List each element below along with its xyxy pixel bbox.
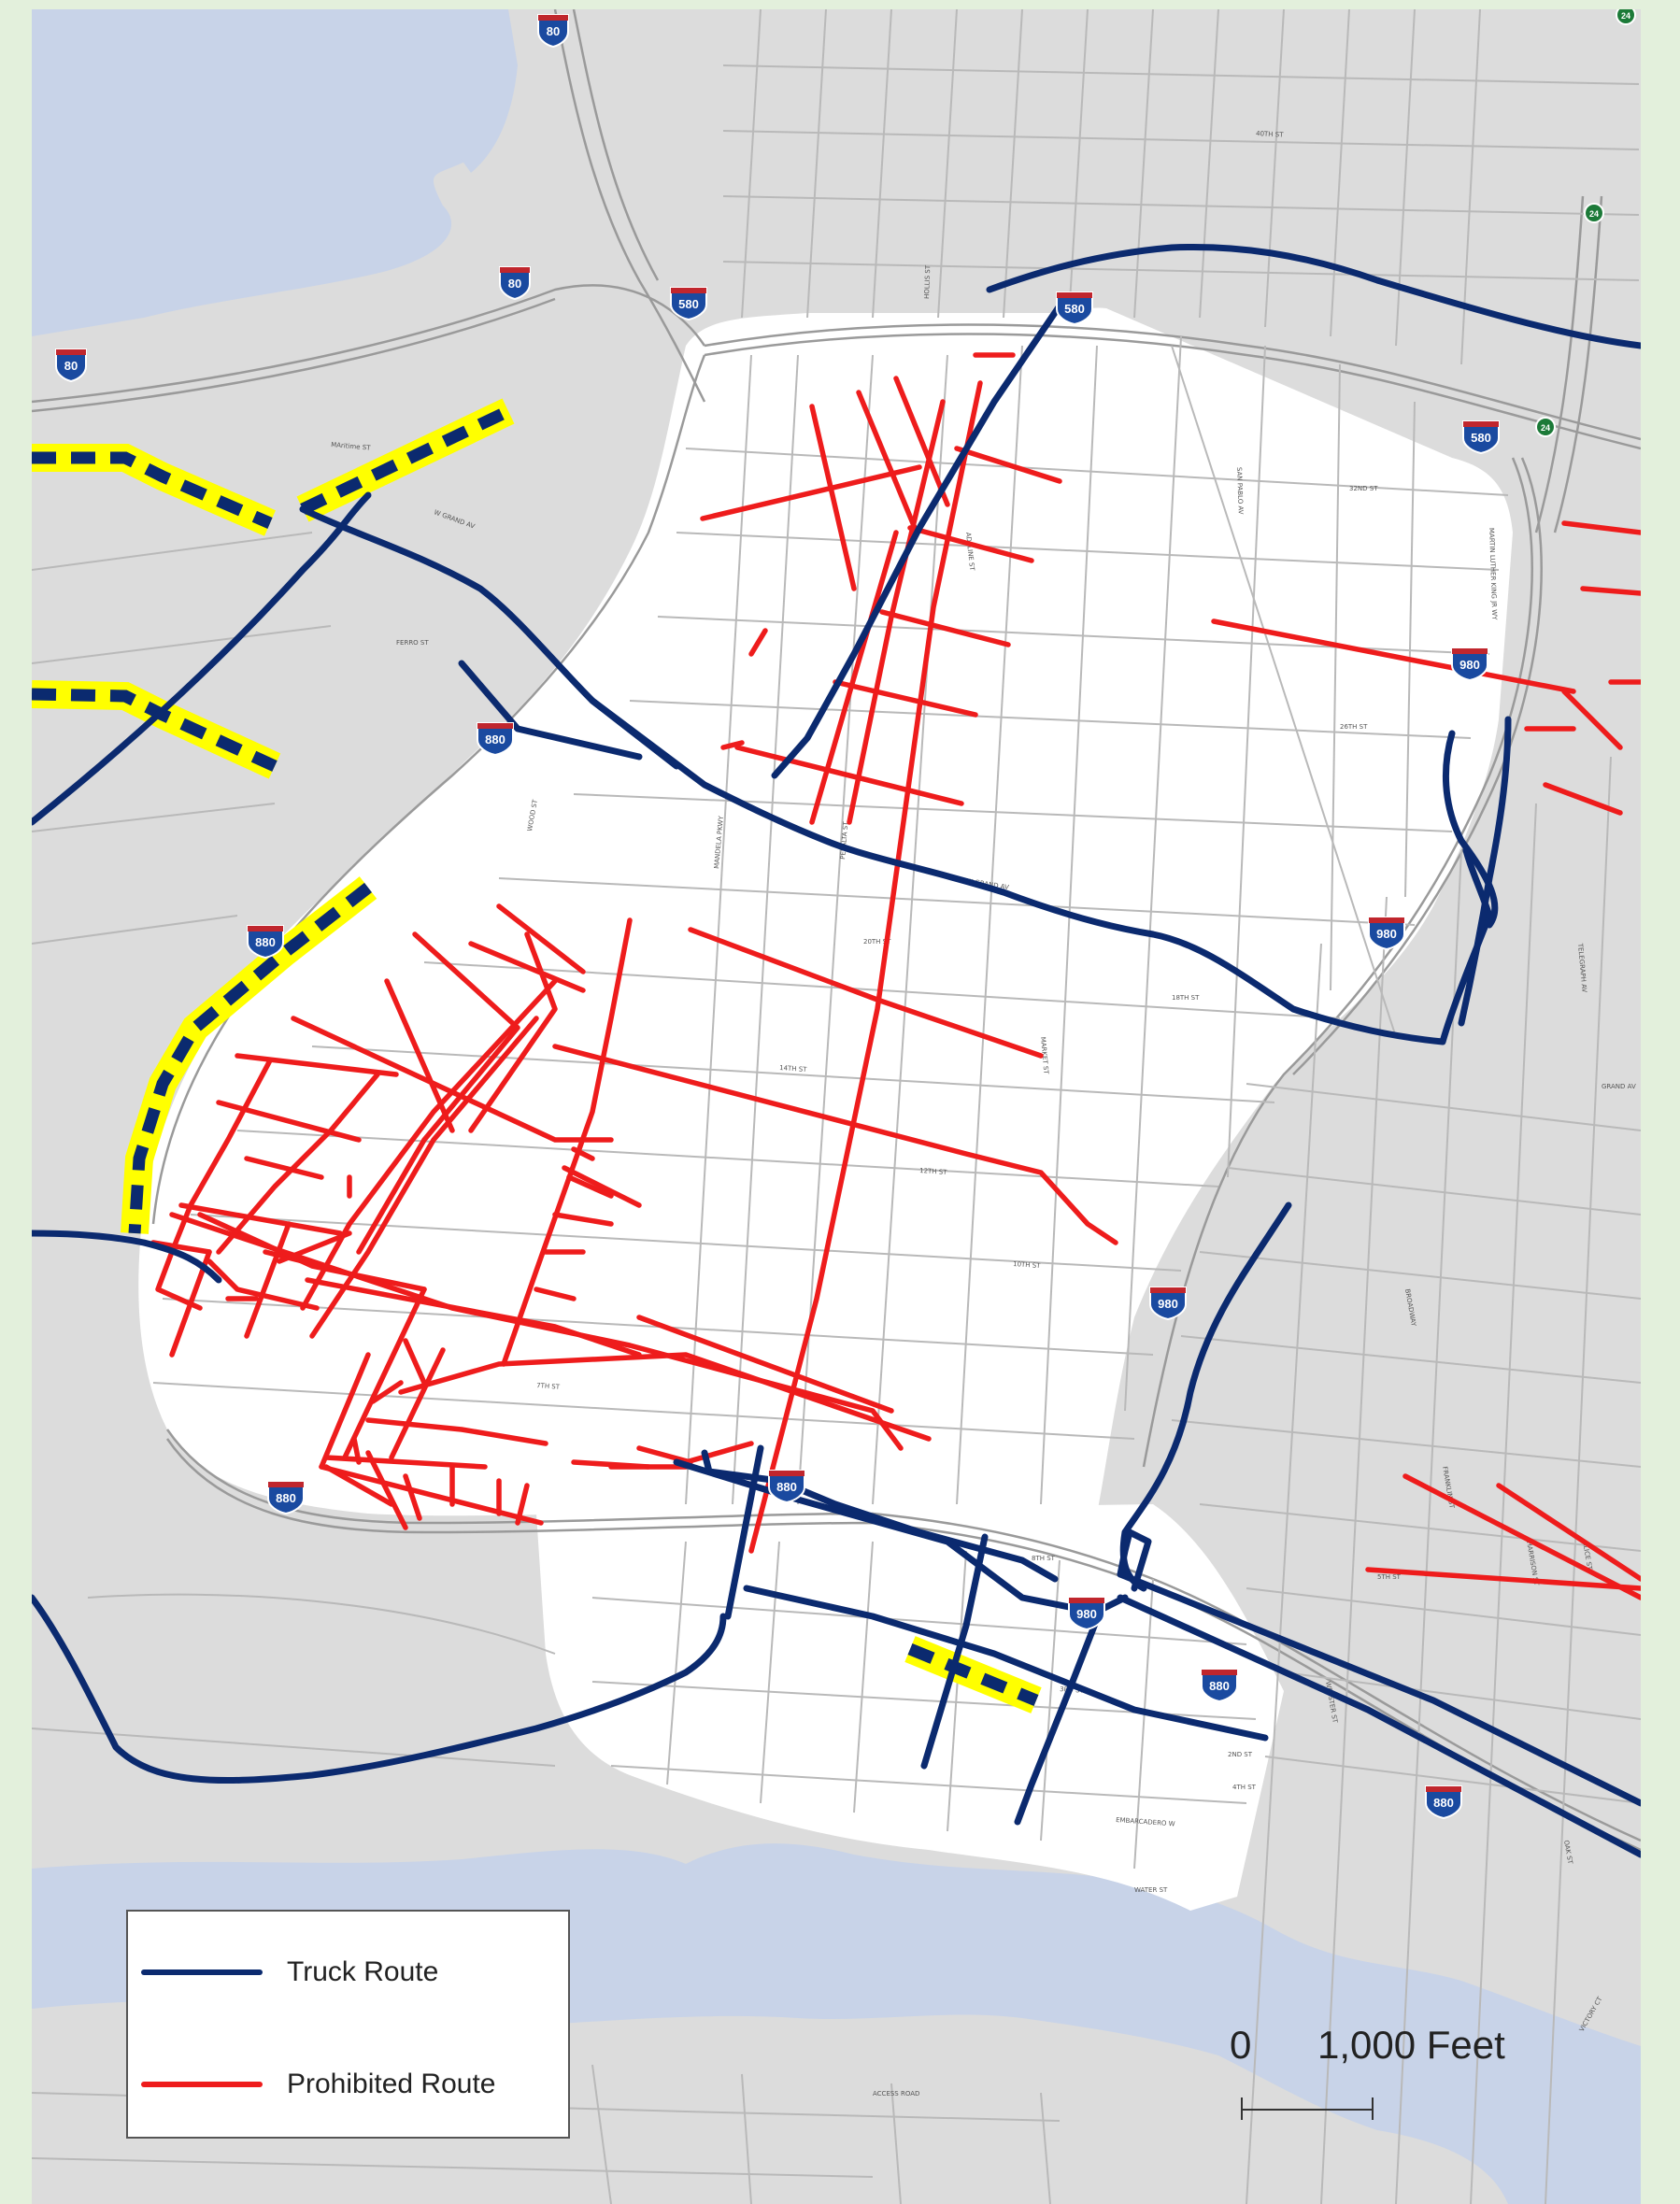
interstate-shield-icon: 880 <box>477 722 514 757</box>
svg-text:880: 880 <box>1209 1679 1230 1693</box>
legend-swatch <box>141 1969 263 1975</box>
interstate-shield-icon: 880 <box>1201 1669 1238 1703</box>
scale-zero-label: 0 <box>1230 2023 1252 2067</box>
street-label: PERALTA ST <box>839 820 850 860</box>
map-frame[interactable]: 40TH ST ADELINE ST MARKET ST GRAND AV W … <box>32 9 1641 2204</box>
legend-label: Truck Route <box>287 1956 439 1987</box>
scale-tick-end <box>1372 2097 1374 2120</box>
prohibited-routes <box>150 352 1641 1600</box>
interstate-shield-icon: 80 <box>537 14 569 49</box>
street-label: 18TH ST <box>1172 994 1200 1002</box>
street-label: MARTIN LUTHER KING JR WY <box>1488 528 1498 621</box>
street-label: 2ND ST <box>1228 1751 1253 1758</box>
bay-water-northwest <box>32 9 485 336</box>
street-label: 26TH ST <box>1340 723 1368 731</box>
svg-text:880: 880 <box>276 1491 296 1505</box>
legend-label: Prohibited Route <box>287 2069 496 2099</box>
interstate-shield-icon: 80 <box>55 348 87 383</box>
svg-text:580: 580 <box>1471 431 1491 445</box>
legend-item-truck-route: Truck Route <box>141 1954 438 1991</box>
street-label: 40TH ST <box>1256 130 1284 139</box>
street-label: 20TH ST <box>863 938 891 946</box>
interstate-shield-icon: 980 <box>1068 1597 1105 1631</box>
scale-line <box>1241 2109 1372 2111</box>
svg-text:880: 880 <box>1433 1796 1454 1810</box>
svg-text:880: 880 <box>255 935 276 949</box>
highway-shields: 80 80 80 580 580 <box>55 9 1636 1820</box>
street-label: 32ND ST <box>1349 485 1378 492</box>
state-shield-icon: 24 <box>1535 417 1556 437</box>
svg-text:980: 980 <box>1459 658 1480 672</box>
street-label: FERRO ST <box>396 639 429 647</box>
proposed-routes <box>32 398 1042 1713</box>
street-label: WATER ST <box>1134 1886 1168 1894</box>
svg-text:24: 24 <box>1621 11 1630 21</box>
state-shield-icon: 24 <box>1616 9 1636 25</box>
scale-bar: 0 1,000 Feet <box>1224 2023 1505 2126</box>
street-label: 4TH ST <box>1232 1784 1257 1791</box>
interstate-shield-icon: 580 <box>670 287 707 321</box>
legend: Truck Route Prohibited Route <box>126 1910 570 2139</box>
interstate-shield-icon: 580 <box>1056 291 1093 326</box>
map-canvas[interactable]: 40TH ST ADELINE ST MARKET ST GRAND AV W … <box>32 9 1641 2204</box>
scale-distance-label: 1,000 Feet <box>1317 2023 1505 2067</box>
interstate-shield-icon: 980 <box>1149 1287 1187 1321</box>
truck-routes <box>32 243 1641 1858</box>
svg-text:980: 980 <box>1376 927 1397 941</box>
svg-text:80: 80 <box>547 24 560 38</box>
street-grid <box>32 9 1641 2204</box>
scale-tick-start <box>1241 2097 1243 2120</box>
street-label: 5TH ST <box>1377 1573 1402 1581</box>
legend-item-prohibited-route: Prohibited Route <box>141 2066 495 2103</box>
street-label: ACCESS ROAD <box>873 2090 919 2097</box>
freeway-lines <box>32 9 1641 1852</box>
street-label: SAN PABLO AV <box>1235 467 1245 515</box>
svg-text:980: 980 <box>1076 1607 1097 1621</box>
interstate-shield-icon: 880 <box>247 925 284 960</box>
svg-text:580: 580 <box>1064 302 1085 316</box>
district-area <box>138 307 1514 1545</box>
street-label: 8TH ST <box>1032 1555 1056 1562</box>
legend-swatch <box>141 2082 263 2087</box>
interstate-shield-icon: 80 <box>499 266 531 301</box>
street-label: MARKET ST <box>1039 1036 1050 1074</box>
interstate-shield-icon: 980 <box>1451 647 1488 682</box>
street-label: HOLLIS ST <box>923 264 932 299</box>
street-label: GRAND AV <box>1602 1083 1636 1090</box>
bay-water-northwest-2 <box>434 9 518 173</box>
svg-text:880: 880 <box>776 1480 797 1494</box>
svg-text:580: 580 <box>678 297 699 311</box>
svg-text:24: 24 <box>1589 209 1599 219</box>
street-label: 14TH ST <box>779 1064 808 1074</box>
street-label: 10TH ST <box>1013 1260 1042 1270</box>
state-shield-icon: 24 <box>1584 203 1604 223</box>
svg-text:24: 24 <box>1541 423 1550 433</box>
svg-text:80: 80 <box>508 277 521 291</box>
svg-text:980: 980 <box>1158 1297 1178 1311</box>
interstate-shield-icon: 880 <box>267 1481 305 1515</box>
street-label: 12TH ST <box>919 1167 948 1176</box>
interstate-shield-icon: 880 <box>1425 1785 1462 1820</box>
interstate-shield-icon: 580 <box>1462 420 1500 455</box>
street-label: MAritime ST <box>331 441 372 452</box>
street-label: 7TH ST <box>536 1382 561 1391</box>
svg-text:880: 880 <box>485 732 505 747</box>
interstate-shield-icon: 980 <box>1368 917 1405 951</box>
svg-text:80: 80 <box>64 359 78 373</box>
interstate-shield-icon: 880 <box>768 1470 805 1504</box>
